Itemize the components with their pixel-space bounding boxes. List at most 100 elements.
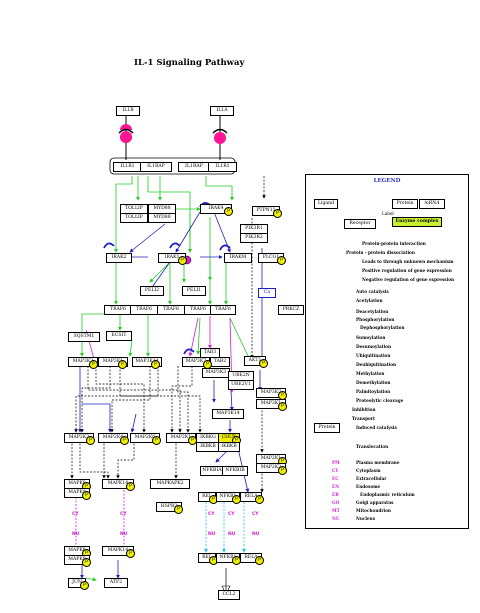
phospho-marker: P <box>120 436 129 445</box>
node-ube2v1[interactable]: UBE2V1 <box>228 380 254 390</box>
legend-item: Methylation <box>356 371 385 376</box>
legend-item: Leads to through unknown mechanism <box>362 259 454 264</box>
legend-item: Acetylation <box>356 298 383 303</box>
node-map3k14a[interactable]: MAP3K14 <box>132 357 162 367</box>
legend-loc-name: Nucleus <box>356 516 376 521</box>
node-nfkbib[interactable]: NFKBIB <box>222 466 248 476</box>
phospho-marker: P <box>224 207 233 216</box>
phospho-marker: P <box>174 505 183 514</box>
legend-loc-name: Extracellular <box>356 476 387 481</box>
node-atf2[interactable]: ATF2 <box>104 578 128 588</box>
location-cy: CY <box>208 512 215 517</box>
legend-item: Dephosphorylation <box>360 325 405 330</box>
legend-item: Demethylation <box>356 380 391 385</box>
location-cy: CY <box>72 512 79 517</box>
legend-loc-code: GO <box>332 500 340 505</box>
phospho-marker: P <box>82 491 91 500</box>
node-nfkbia[interactable]: NFKBIA <box>200 466 224 476</box>
legend-item: Negative regulation of gene expression <box>362 277 455 282</box>
location-cy: CY <box>228 512 235 517</box>
legend-item: Inhibition <box>352 407 376 412</box>
legend-loc-code: NU <box>332 516 340 521</box>
node-traf6-5[interactable]: TRAF6 <box>210 305 236 315</box>
ligand-il1b[interactable]: IL1B <box>116 106 140 116</box>
phospho-marker: P <box>255 495 264 504</box>
legend-item: Protein - protein dissociation <box>346 250 415 255</box>
phospho-marker: P <box>86 436 95 445</box>
node-ikbkb[interactable]: IKBKB <box>196 442 220 452</box>
phospho-marker: P <box>273 209 282 218</box>
node-irakm[interactable]: IRAKM <box>224 253 252 263</box>
phospho-marker: P <box>80 581 89 590</box>
node-map3k14b[interactable]: MAP3K14 <box>212 409 244 419</box>
node-ikbkb-2[interactable]: IKBKB <box>218 442 240 452</box>
node-il1rap-a[interactable]: IL1RAP <box>140 162 172 172</box>
node-traf6-1[interactable]: TRAF6 <box>104 305 132 315</box>
node-il1r1-a[interactable]: IL1R1 <box>113 162 142 172</box>
phospho-marker: P <box>151 360 160 369</box>
phospho-marker: P <box>278 402 287 411</box>
legend-loc-name: Endoplasmic reticulum <box>360 492 415 497</box>
legend-loc-code: EC <box>332 476 339 481</box>
node-prkcz[interactable]: PRKCZ <box>278 305 304 315</box>
legend-receptor: Receptor <box>344 219 376 229</box>
legend-panel: LEGEND Ligand Receptor Label Protein mRN… <box>305 174 469 529</box>
node-tollip-2[interactable]: TOLLIP <box>120 213 148 223</box>
node-tab2[interactable]: TAB2 <box>210 357 230 367</box>
legend-item: Ubiquitination <box>356 353 391 358</box>
legend-label: Label <box>382 211 394 216</box>
node-traf6-3[interactable]: TRAF6 <box>157 305 185 315</box>
legend-protein-catalysis: Protein <box>314 423 340 433</box>
ligand-il1a[interactable]: IL1A <box>210 106 234 116</box>
legend-loc-code: ER <box>332 492 339 497</box>
location-nu: NU <box>208 532 216 537</box>
phospho-marker: P <box>178 256 187 265</box>
phospho-marker: P <box>255 556 264 565</box>
legend-item: Protein-protein interaction <box>362 241 426 246</box>
node-myd88-2[interactable]: MYD88 <box>148 213 176 223</box>
legend-ligand: Ligand <box>314 199 338 209</box>
node-pik3r2[interactable]: PIK3R2 <box>240 233 268 243</box>
legend-item: Palmitoylation <box>356 389 391 394</box>
location-cy: CY <box>120 512 127 517</box>
node-ca[interactable]: Ca <box>258 288 276 298</box>
legend-loc-code: EN <box>332 484 340 489</box>
legend-item: Translocation <box>356 444 389 449</box>
legend-loc-code: CY <box>332 468 339 473</box>
legend-protein: Protein <box>392 199 418 209</box>
node-ccl2[interactable]: CCL2 <box>218 590 240 600</box>
legend-item: Phosphorylation <box>356 317 395 322</box>
legend-item: Auto catalysis <box>356 289 389 294</box>
legend-item: Positive regulation of gene expression <box>362 268 452 273</box>
legend-loc-code: MT <box>332 508 340 513</box>
legend-item: Proteolytic cleavage <box>356 398 404 403</box>
node-il1r1-b[interactable]: IL1R1 <box>208 162 237 172</box>
legend-item: Transport <box>352 416 375 421</box>
legend-loc-code: PM <box>332 460 340 465</box>
node-sqstm1[interactable]: SQSTM1 <box>68 332 100 342</box>
node-ecsit[interactable]: ECSIT <box>106 331 132 341</box>
phospho-marker: P <box>126 549 135 558</box>
node-peli1[interactable]: PELI1 <box>182 286 206 296</box>
legend-item: Deubiquitination <box>356 362 397 367</box>
phospho-marker: P <box>89 360 98 369</box>
node-mapkapk2[interactable]: MAPKAPK2 <box>150 479 190 489</box>
legend-loc-name: Cytoplasm <box>356 468 381 473</box>
legend-title: LEGEND <box>373 178 401 184</box>
legend-item: Induced catalysis <box>356 425 397 430</box>
legend-item: Deacetylation <box>356 309 389 314</box>
legend-enzyme-complex: Enzyme complex <box>392 217 442 227</box>
node-map3k1a[interactable]: MAP3K1 <box>98 357 128 367</box>
node-il1rap-b[interactable]: IL1RAP <box>178 162 210 172</box>
location-nu: NU <box>252 532 260 537</box>
legend-loc-name: Endosome <box>356 484 381 489</box>
legend-mrna: mRNA <box>419 199 445 209</box>
phospho-marker: P <box>126 482 135 491</box>
node-irak2[interactable]: IRAK2 <box>106 253 132 263</box>
node-traf6-4[interactable]: TRAF6 <box>184 305 212 315</box>
node-traf6-2[interactable]: TRAF6 <box>130 305 158 315</box>
node-peli2[interactable]: PELI2 <box>140 286 164 296</box>
location-nu: NU <box>228 532 236 537</box>
node-map3k3[interactable]: MAP3K3 <box>202 368 230 378</box>
